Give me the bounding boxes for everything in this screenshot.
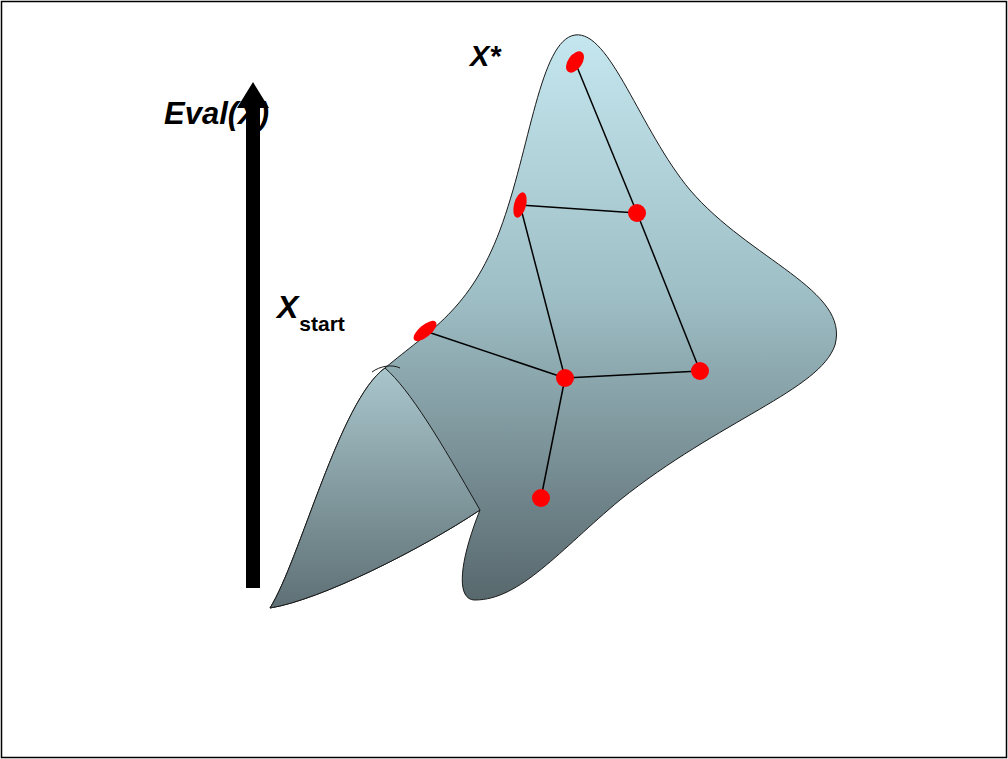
optimum-label: X* — [470, 42, 501, 71]
search-graph-edges — [425, 62, 700, 498]
start-subscript: start — [299, 313, 345, 334]
hump-crest — [372, 366, 400, 372]
axis-label: Eval(X) — [164, 98, 269, 129]
surface — [270, 35, 837, 608]
start-label: X — [277, 291, 298, 323]
search-states — [410, 48, 709, 507]
eval-axis-arrow — [237, 82, 269, 588]
surface-hump — [270, 368, 480, 608]
